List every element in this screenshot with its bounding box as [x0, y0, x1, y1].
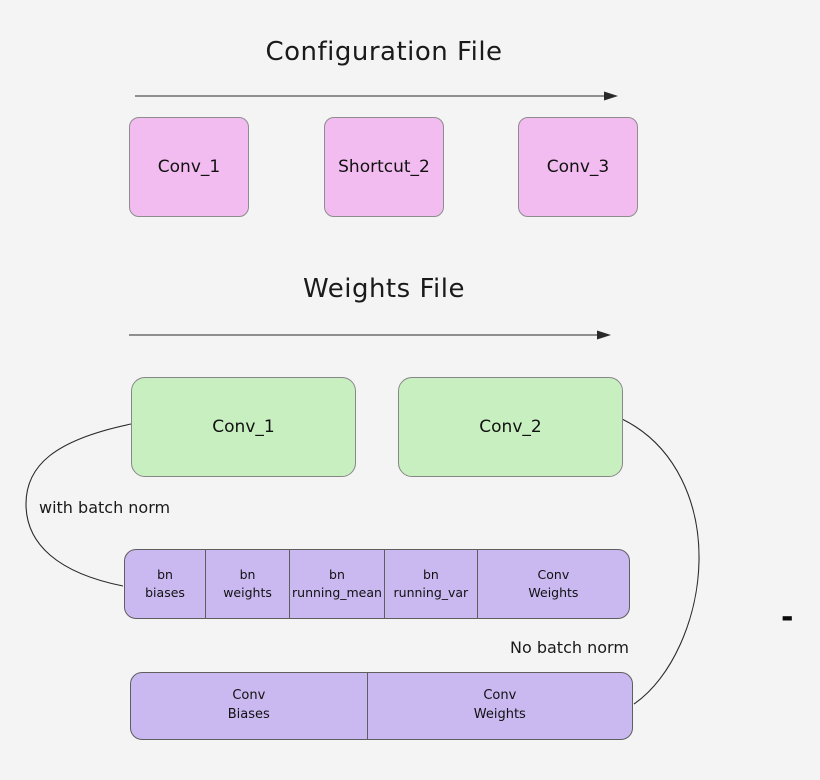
- bar-cell-line: bn: [329, 566, 345, 582]
- weights-flow-arrow: [129, 330, 611, 340]
- weights-block-conv-1: Conv_1: [131, 377, 356, 477]
- bar-cell-line: Weights: [473, 707, 526, 722]
- conv2-to-conv-bar-connector: [621, 418, 700, 705]
- bar-cell-line: running_mean: [292, 585, 382, 600]
- config-file-title: Configuration File: [265, 37, 503, 67]
- bar-cell-line: Biases: [227, 707, 270, 722]
- bar-cell-line: Conv: [483, 688, 517, 704]
- bar-cell-line: Conv: [232, 688, 266, 704]
- with-batch-norm-label: with batch norm: [39, 498, 171, 517]
- bar-cell-conv-weights-2: Conv Weights: [368, 673, 632, 739]
- config-block-shortcut-2: Shortcut_2: [324, 117, 444, 217]
- bar-cell-conv-biases: Conv Biases: [131, 673, 368, 739]
- config-block-conv-3: Conv_3: [518, 117, 638, 217]
- bar-cell-line: weights: [223, 585, 272, 600]
- bar-cell-line: bn: [239, 566, 256, 582]
- weights-file-title: Weights File: [303, 274, 465, 304]
- bar-cell-line: Conv: [537, 566, 570, 582]
- bar-cell-line: bn: [422, 566, 439, 582]
- no-bn-weights-bar: Conv Biases Conv Weights: [130, 672, 633, 740]
- no-batch-norm-label: No batch norm: [510, 638, 629, 657]
- bar-cell-bn-weights: bn weights: [206, 550, 291, 618]
- bar-cell-bn-running-var: bn running_var: [385, 550, 478, 618]
- weights-block-conv-2: Conv_2: [398, 377, 623, 477]
- bar-cell-line: running_var: [393, 585, 469, 600]
- bar-cell-line: Weights: [528, 585, 579, 600]
- bar-cell-line: biases: [145, 585, 185, 600]
- config-flow-arrow: [135, 91, 618, 101]
- bar-cell-bn-biases: bn biases: [125, 550, 207, 618]
- minus-mark: -: [781, 600, 794, 635]
- bar-cell-line: bn: [157, 566, 173, 582]
- config-block-conv-1: Conv_1: [129, 117, 249, 217]
- bar-cell-bn-running-mean: bn running_mean: [290, 550, 385, 618]
- bn-weights-bar: bn biases bn weights bn running_mean bn …: [124, 549, 630, 619]
- bar-cell-conv-weights: Conv Weights: [478, 550, 629, 618]
